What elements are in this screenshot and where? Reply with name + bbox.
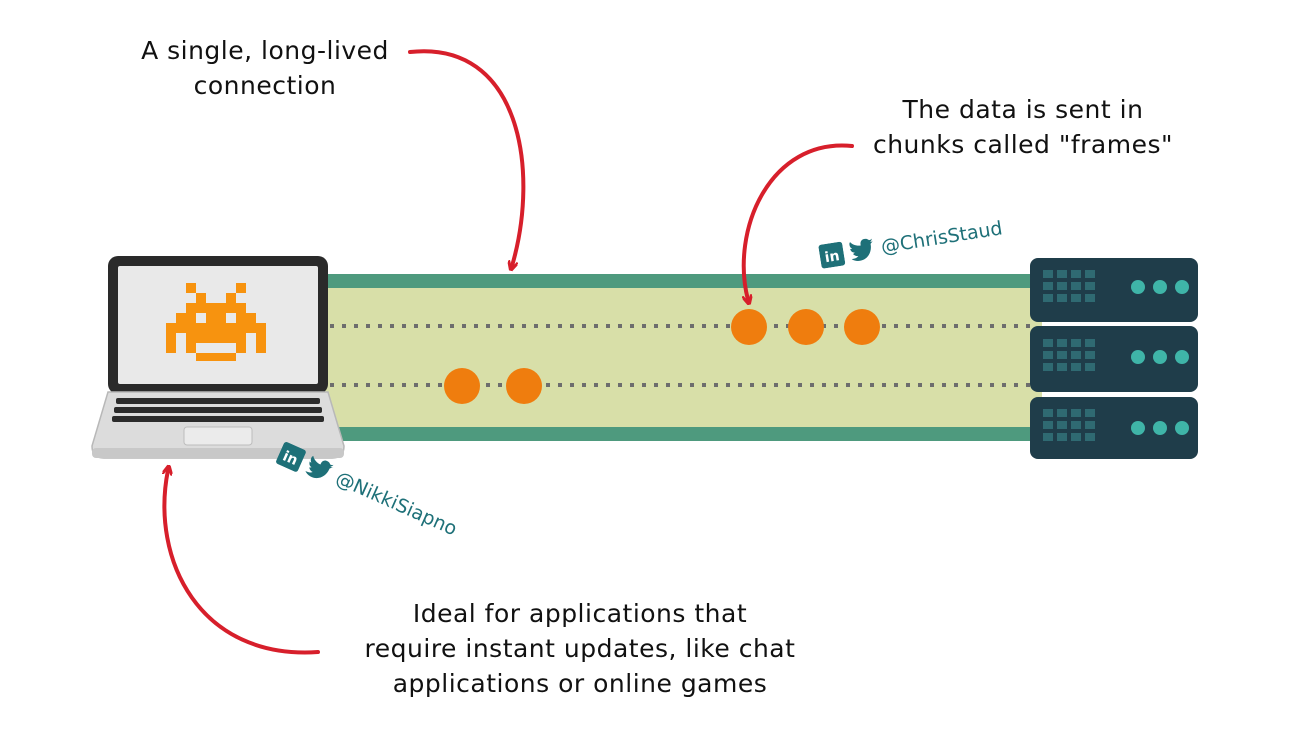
arrow-frames bbox=[741, 143, 854, 300]
twitter-icon bbox=[849, 238, 874, 261]
frame-dot bbox=[506, 368, 542, 404]
connection-pipe bbox=[322, 274, 1042, 441]
keyboard bbox=[112, 398, 324, 422]
laptop-icon bbox=[91, 256, 345, 459]
space-invader-icon bbox=[166, 283, 266, 361]
frame-dot bbox=[731, 309, 767, 345]
server-unit bbox=[1030, 326, 1198, 392]
credit-chris: in @ChrisStaud bbox=[818, 216, 1004, 269]
trackpad bbox=[183, 426, 253, 446]
annotation-line: The data is sent in bbox=[902, 95, 1144, 124]
credit-nikki: in @NikkiSiapno bbox=[275, 441, 461, 541]
server-rack-icon bbox=[1030, 258, 1198, 459]
frames bbox=[444, 309, 880, 404]
server-unit bbox=[1030, 258, 1198, 322]
linkedin-icon: in bbox=[276, 441, 306, 472]
svg-text:in: in bbox=[280, 448, 300, 469]
arrow-connection bbox=[408, 49, 526, 266]
svg-text:in: in bbox=[824, 248, 841, 266]
arrow-ideal bbox=[164, 470, 320, 655]
annotation-frames: The data is sent in chunks called "frame… bbox=[858, 92, 1188, 162]
annotation-ideal: Ideal for applications that require inst… bbox=[310, 596, 850, 701]
annotation-line: chunks called "frames" bbox=[872, 130, 1174, 159]
linkedin-icon: in bbox=[818, 241, 846, 269]
frame-dot bbox=[444, 368, 480, 404]
annotation-line: require instant updates, like chat bbox=[364, 634, 796, 663]
server-unit bbox=[1030, 397, 1198, 459]
frame-dot bbox=[844, 309, 880, 345]
annotation-line: connection bbox=[193, 71, 337, 100]
annotation-connection: A single, long-lived connection bbox=[100, 33, 430, 103]
annotation-line: Ideal for applications that bbox=[412, 599, 748, 628]
frame-dot bbox=[788, 309, 824, 345]
twitter-icon bbox=[305, 455, 334, 479]
annotation-line: A single, long-lived bbox=[141, 36, 389, 65]
annotation-line: applications or online games bbox=[392, 669, 768, 698]
